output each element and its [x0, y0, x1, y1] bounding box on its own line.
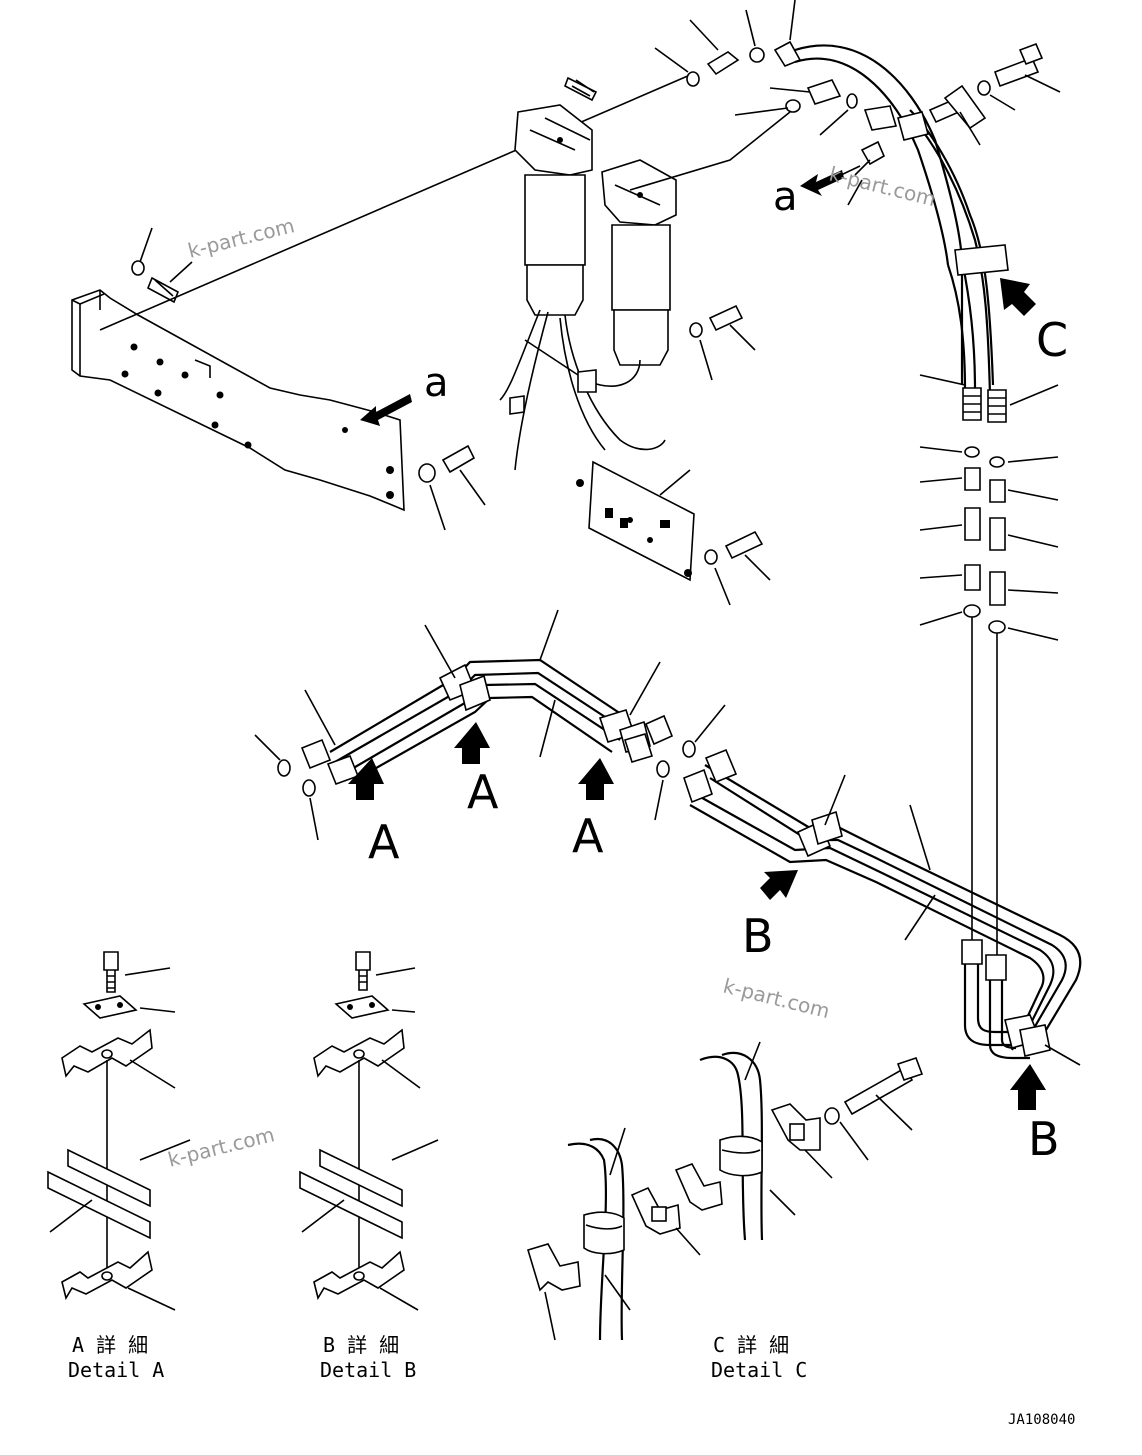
top-fittings [629, 0, 898, 206]
label-a-top: a [773, 174, 798, 220]
arrow-c [1000, 278, 1036, 316]
arrow-b-1 [760, 870, 798, 900]
orings-a [254, 704, 726, 841]
hose-ends-c [919, 374, 1059, 423]
pipe-assembly-b [683, 748, 1082, 1066]
arrow-a-ref-bracket [360, 394, 412, 426]
filter-wiring [499, 309, 666, 471]
arrow-a-1 [348, 758, 384, 800]
pipe-assembly-a [300, 609, 674, 786]
detail-b-drawing [299, 951, 439, 1311]
label-detail-ref-a2: A [467, 765, 499, 819]
detail-c-title-en: Detail C [711, 1358, 807, 1382]
controller-plate [576, 460, 695, 582]
watermark: k-part.com [721, 974, 832, 1024]
bolt-filter-right [689, 304, 756, 381]
arrow-a-2 [454, 722, 490, 764]
label-a-bracket: a [424, 360, 449, 406]
mounting-bracket [71, 289, 405, 512]
arrow-a-ref-top [800, 165, 861, 196]
bolt-right-bracket [418, 444, 486, 531]
label-detail-ref-a3: A [572, 809, 604, 863]
label-detail-ref-a1: A [368, 815, 400, 869]
bolt-left-top [131, 227, 193, 304]
fuel-filter-right [601, 159, 677, 366]
detail-c-title-jp: C 詳 細 [713, 1333, 789, 1357]
label-detail-ref-c: C [1036, 313, 1068, 367]
label-detail-ref-b2: B [1028, 1112, 1060, 1166]
bolt-top-right [943, 42, 1061, 146]
arrow-a-3 [578, 758, 614, 800]
fitting-stack [919, 446, 1059, 641]
watermark: k-part.com [165, 1122, 276, 1172]
detail-b-title-jp: B 詳 細 [323, 1333, 399, 1357]
detail-a-drawing [47, 951, 191, 1311]
watermark: k-part.com [185, 213, 296, 263]
arrow-b-2 [1010, 1064, 1046, 1110]
bolt-plate [704, 530, 771, 606]
detail-b-title-en: Detail B [320, 1358, 416, 1382]
label-detail-ref-b1: B [742, 909, 774, 963]
drawing-number: JA108040 [1008, 1412, 1075, 1428]
leader-line [99, 74, 691, 331]
detail-a-title-en: Detail A [68, 1358, 164, 1382]
watermark: k-part.com [827, 162, 938, 212]
fuel-filter-left [514, 76, 598, 316]
detail-c-drawing [527, 1041, 924, 1341]
detail-a-title-jp: A 詳 細 [72, 1333, 148, 1357]
